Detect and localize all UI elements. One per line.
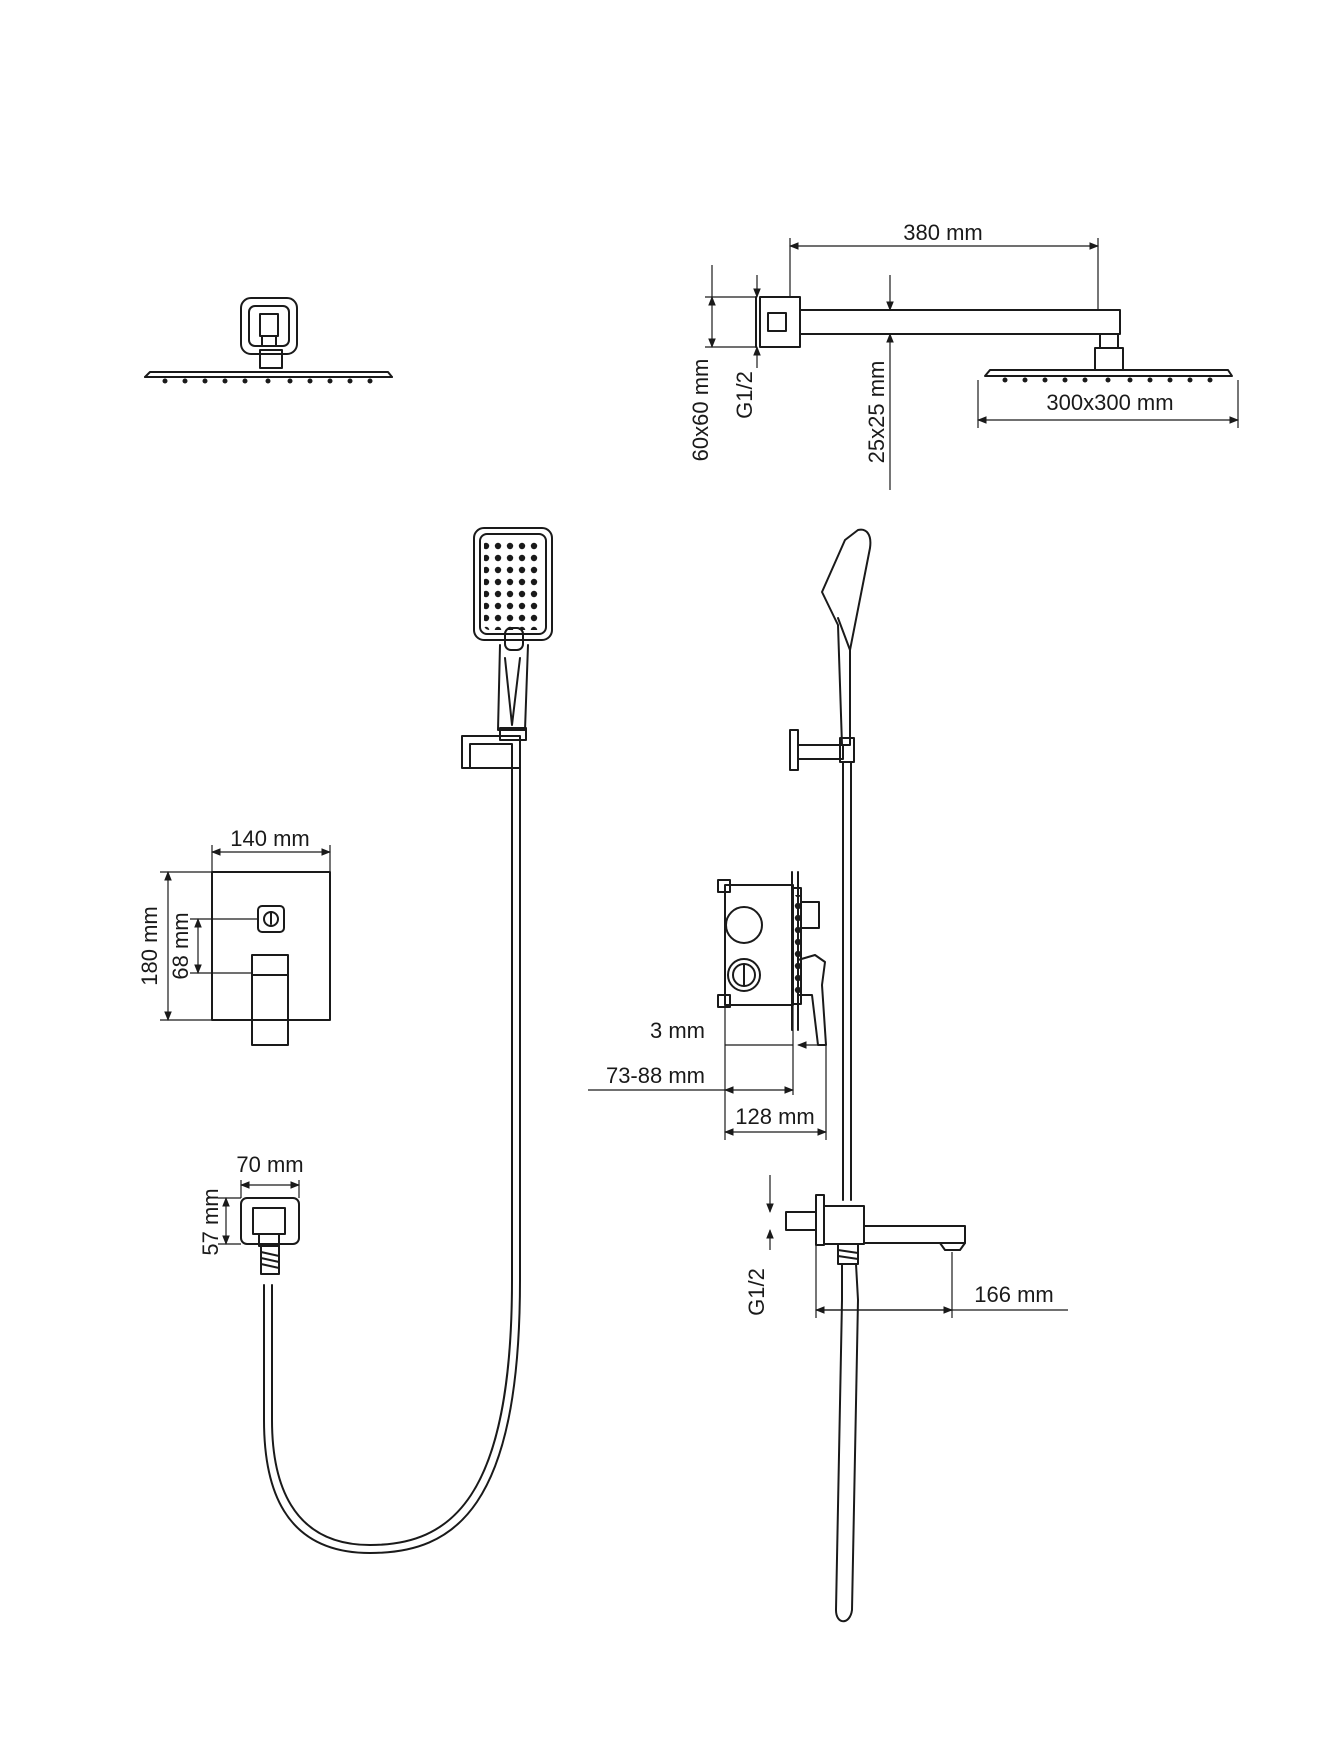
dim-plate-height: 180 mm (137, 906, 162, 985)
dim-head-size: 300x300 mm (1046, 390, 1173, 415)
wall-outlet-front-icon (218, 1180, 300, 1275)
shower-head-front-icon (144, 297, 393, 384)
dim-spout-length: 166 mm (974, 1282, 1053, 1307)
mixer-plate-front-icon (160, 845, 331, 1046)
dim-valve-offset: 68 mm (168, 912, 193, 979)
dim-outlet-width: 70 mm (236, 1152, 303, 1177)
dim-depth-total: 128 mm (735, 1104, 814, 1129)
dim-depth-range: 73-88 mm (606, 1063, 705, 1088)
shower-arm-side-icon (705, 238, 1239, 490)
dim-arm-length: 380 mm (903, 220, 982, 245)
dim-arm-section: 25x25 mm (864, 361, 889, 464)
spout-side-icon (766, 1175, 1068, 1623)
mixer-side-icon (588, 871, 827, 1140)
dim-plate-width: 140 mm (230, 826, 309, 851)
dim-thread-top: G1/2 (732, 371, 757, 419)
hand-shower-front-icon (263, 527, 553, 1554)
hand-shower-side-icon (789, 528, 872, 1201)
dim-thread-spout: G1/2 (744, 1268, 769, 1316)
dim-outlet-height: 57 mm (198, 1188, 223, 1255)
dim-flange: 60x60 mm (688, 359, 713, 462)
dim-depth-trim: 3 mm (650, 1018, 705, 1043)
